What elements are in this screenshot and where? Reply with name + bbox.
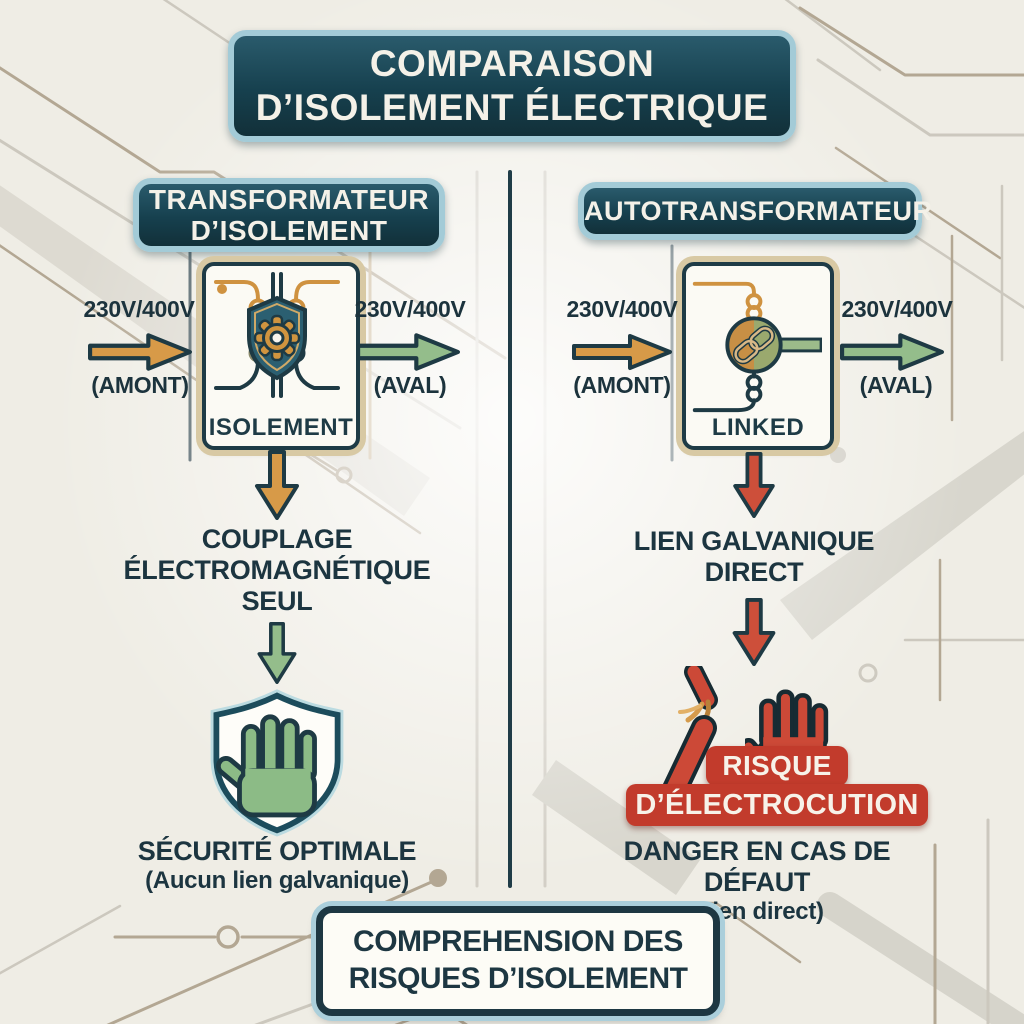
left-output-label: (AVAL) <box>373 372 447 398</box>
autotransformer-box: LINKED <box>682 262 834 450</box>
coupling-down-arrow <box>255 450 299 520</box>
right-input-voltage: 230V/400V <box>566 296 678 322</box>
aval-arrow-right <box>840 333 944 371</box>
coupling-text: COUPLAGE ÉLECTROMAGNÉTIQUE SEUL <box>117 524 437 616</box>
left-column-header: TRANSFORMATEUR D’ISOLEMENT <box>133 178 445 252</box>
coupling-line2: ÉLECTROMAGNÉTIQUE <box>123 554 431 585</box>
left-input-voltage: 230V/400V <box>83 296 195 322</box>
safety-down-arrow <box>257 622 297 684</box>
isolation-transformer-box: ISOLEMENT <box>202 262 360 450</box>
galvanic-link-text: LIEN GALVANIQUE DIRECT <box>599 526 909 588</box>
right-output-label: (AVAL) <box>859 372 933 398</box>
footer-line1: COMPREHENSION DES <box>353 925 683 959</box>
title-line2: D’ISOLEMENT ÉLECTRIQUE <box>255 87 769 128</box>
amont-arrow-left <box>88 333 192 371</box>
galvanic-down-arrow <box>733 452 775 518</box>
chain-link-icon <box>692 281 822 413</box>
right-column-header: AUTOTRANSFORMATEUR <box>578 182 933 240</box>
left-header-line2: D’ISOLEMENT <box>190 215 388 246</box>
main-title-banner: COMPARAISON D’ISOLEMENT ÉLECTRIQUE <box>228 30 796 142</box>
right-output-voltage: 230V/400V <box>841 296 953 322</box>
column-divider <box>508 170 512 888</box>
title-line1: COMPARAISON <box>369 43 655 85</box>
aval-arrow-left <box>356 333 460 371</box>
amont-arrow-right <box>572 334 672 370</box>
left-header-line1: TRANSFORMATEUR <box>148 183 430 215</box>
galvanic-line1: LIEN GALVANIQUE <box>633 526 875 556</box>
danger-down-arrow <box>732 598 776 666</box>
shield-gear-transformer-icon <box>214 272 340 398</box>
left-input-label: (AMONT) <box>91 372 189 398</box>
galvanic-line2: DIRECT <box>704 556 804 587</box>
left-result-title: SÉCURITÉ OPTIMALE <box>137 836 417 866</box>
linked-box-label: LINKED <box>711 414 805 441</box>
footer-banner: COMPREHENSION DES RISQUES D’ISOLEMENT <box>316 906 720 1016</box>
right-input-label: (AMONT) <box>573 372 671 398</box>
left-output-voltage: 230V/400V <box>354 296 466 322</box>
left-result: SÉCURITÉ OPTIMALE (Aucun lien galvanique… <box>97 836 457 895</box>
footer-line2: RISQUES D’ISOLEMENT <box>348 962 688 995</box>
isolation-box-label: ISOLEMENT <box>208 414 354 441</box>
risk-banner-line1: RISQUE <box>706 746 848 786</box>
shield-hand-icon <box>210 689 344 837</box>
coupling-line1: COUPLAGE <box>201 524 353 554</box>
right-result-title: DANGER EN CAS DE DÉFAUT <box>623 836 891 897</box>
coupling-line3: SEUL <box>241 585 313 616</box>
right-header-text: AUTOTRANSFORMATEUR <box>584 195 933 226</box>
left-result-subtitle: (Aucun lien galvanique) <box>145 867 409 894</box>
risk-banner-line2: D’ÉLECTROCUTION <box>626 784 928 826</box>
